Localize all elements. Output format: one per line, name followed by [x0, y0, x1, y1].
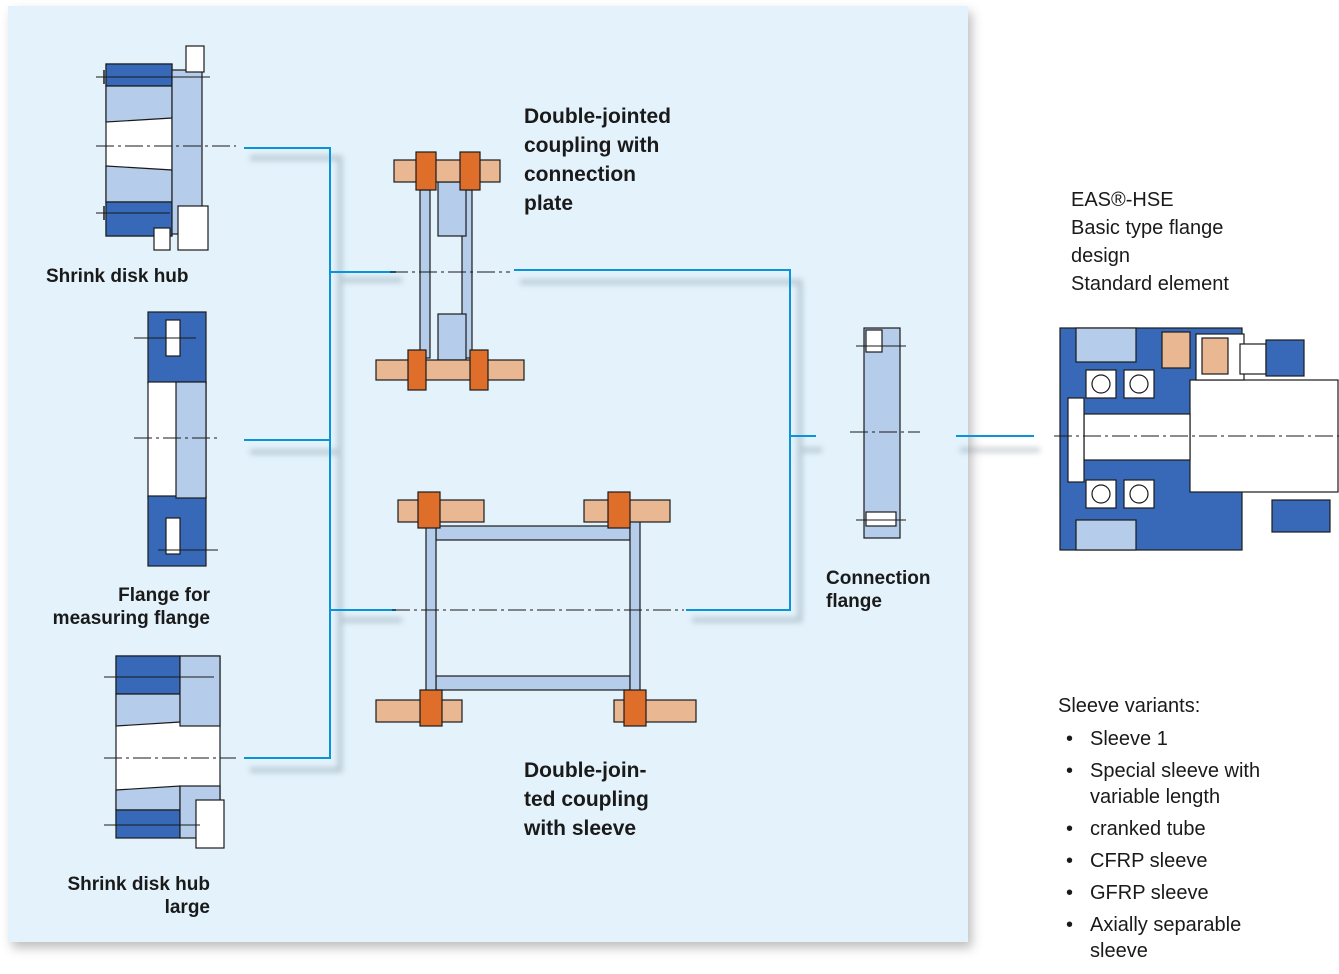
list-item: •Sleeve 1	[1066, 728, 1168, 750]
sleeve-variants-title: Sleeve variants:	[1058, 695, 1201, 717]
label-connection-flange: Connection flange	[826, 568, 931, 612]
shrink-disk-hub-drawing	[96, 45, 236, 251]
list-item: •GFRP sleeve	[1066, 882, 1209, 904]
connector-lines	[244, 147, 1034, 759]
eas-hse-drawing	[1054, 327, 1339, 551]
list-item: •cranked tube	[1066, 818, 1206, 840]
label-shrink-disk-hub: Shrink disk hub	[46, 266, 189, 287]
plate-coupling-drawing	[375, 151, 525, 391]
sleeve-variants-list: Sleeve variants: •Sleeve 1 •Special slee…	[1058, 692, 1338, 970]
measuring-flange-drawing	[134, 311, 220, 567]
right-bus-line	[514, 269, 791, 611]
label-eas-hse: EAS®-HSE Basic type flange design Standa…	[1071, 189, 1229, 295]
list-item: •CFRP sleeve	[1066, 850, 1208, 872]
connection-flange-drawing	[850, 327, 920, 539]
label-coupling-connection-plate: Double-jointed coupling with connection …	[524, 105, 671, 215]
label-flange-measuring: Flange for measuring flange	[52, 585, 210, 629]
left-bus-line	[244, 147, 331, 759]
label-shrink-disk-hub-large: Shrink disk hub large	[67, 874, 210, 918]
connector-shadows	[250, 155, 1040, 773]
shrink-disk-hub-large-drawing	[104, 655, 236, 849]
label-coupling-sleeve: Double-join- ted coupling with sleeve	[524, 759, 649, 840]
sleeve-coupling-drawing	[375, 491, 697, 727]
